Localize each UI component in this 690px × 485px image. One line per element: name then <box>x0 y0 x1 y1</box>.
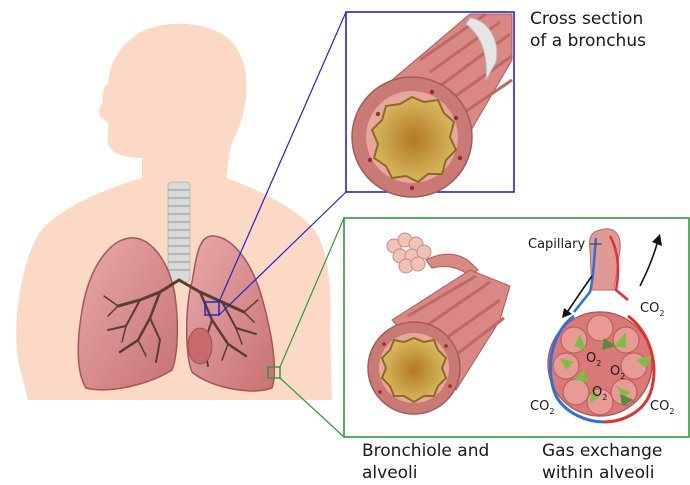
bronchiole-line-1: Bronchiole and <box>362 440 489 462</box>
gas-exchange-line-2: within alveoli <box>542 462 662 484</box>
bronchiole-line-2: alveoli <box>362 462 489 484</box>
gas-exchange-line-1: Gas exchange <box>542 440 662 462</box>
gas-exchange-caption: Gas exchange within alveoli <box>542 440 662 484</box>
bronchus-panel <box>346 12 514 197</box>
capillary-label: Capillary <box>528 237 585 252</box>
bronchiole-panel <box>344 218 689 437</box>
trachea <box>168 182 190 282</box>
heart <box>188 328 212 364</box>
cross-section-line-2: of a bronchus <box>530 30 646 52</box>
cross-section-caption: Cross section of a bronchus <box>530 8 646 52</box>
cross-section-line-1: Cross section <box>530 8 646 30</box>
bronchiole-caption: Bronchiole and alveoli <box>362 440 489 484</box>
